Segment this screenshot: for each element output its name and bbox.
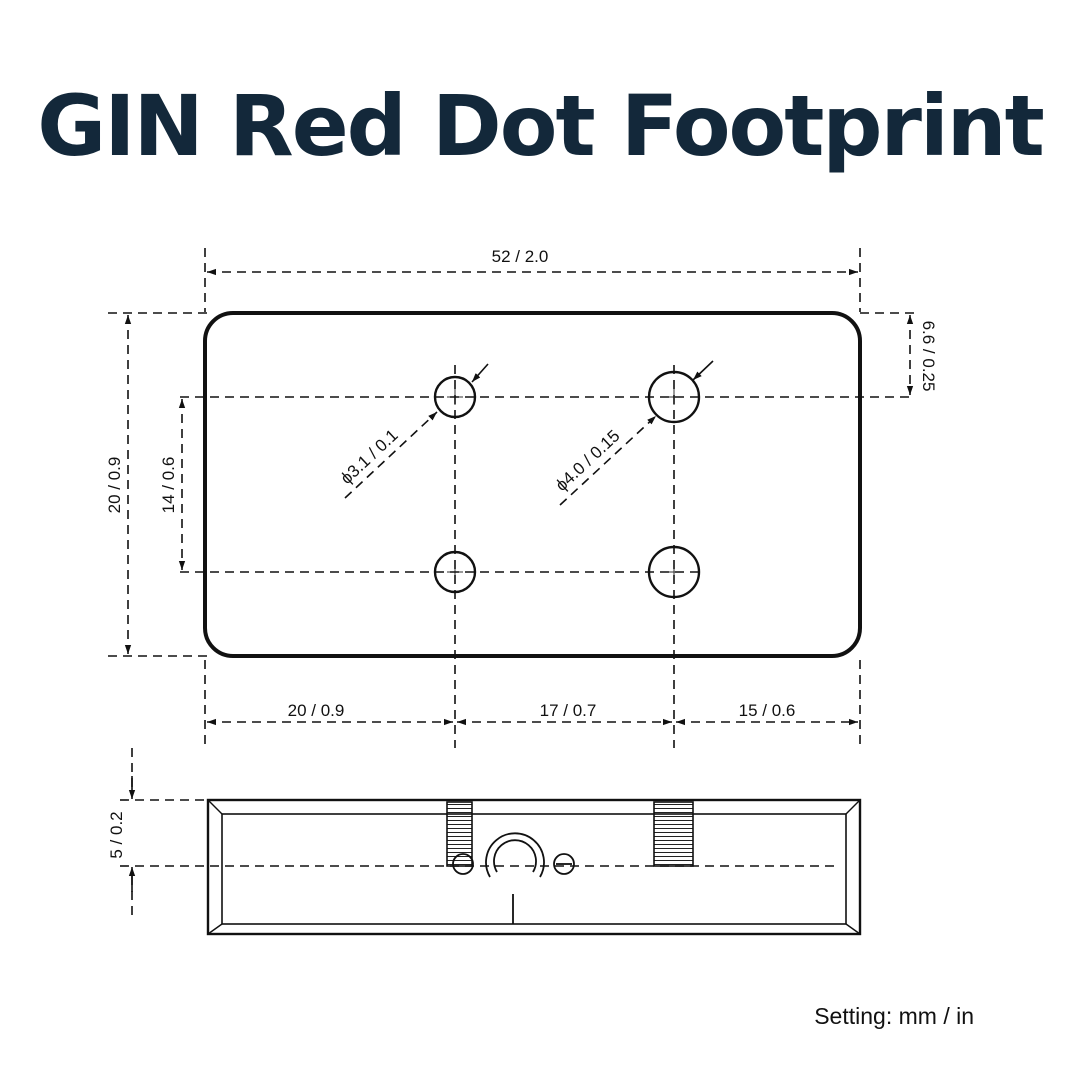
side-pin-left [452,853,474,875]
side-extension-lines [120,748,840,920]
leader-large-hole [559,415,657,506]
label-small-hole-diameter: ϕ3.1 / 0.1 [337,426,402,488]
label-large-hole-diameter: ϕ4.0 / 0.15 [552,426,624,495]
side-outer-outline [206,798,862,936]
page-title: GIN Red Dot Footprint [37,77,1044,175]
label-middle-segment: 17 / 0.7 [540,701,597,720]
mount-plate-outline [203,311,862,658]
dimension-lines [124,268,914,726]
top-view: 52 / 2.0 20 / 0.9 14 / 0.6 6.6 / 0.25 ϕ3… [105,247,938,748]
side-pin-right [553,853,575,875]
extension-lines [108,248,915,748]
side-inner-outline [221,813,847,925]
label-right-segment: 15 / 0.6 [739,701,796,720]
side-center-features [452,832,575,924]
side-bevel-lines [207,799,861,935]
units-setting-note: Setting: mm / in [814,1003,974,1029]
label-overall-length: 52 / 2.0 [492,247,549,266]
threaded-insert-right [653,801,694,867]
label-left-segment: 20 / 0.9 [288,701,345,720]
diameter-outer-arrows [471,360,714,383]
label-side-height: 5 / 0.2 [107,811,126,858]
label-overall-width: 20 / 0.9 [105,457,124,514]
center-boss [485,832,545,878]
leader-small-hole [344,411,438,499]
side-view: 5 / 0.2 [107,748,862,936]
label-hole-spacing: 14 / 0.6 [159,457,178,514]
label-top-offset: 6.6 / 0.25 [919,321,938,392]
